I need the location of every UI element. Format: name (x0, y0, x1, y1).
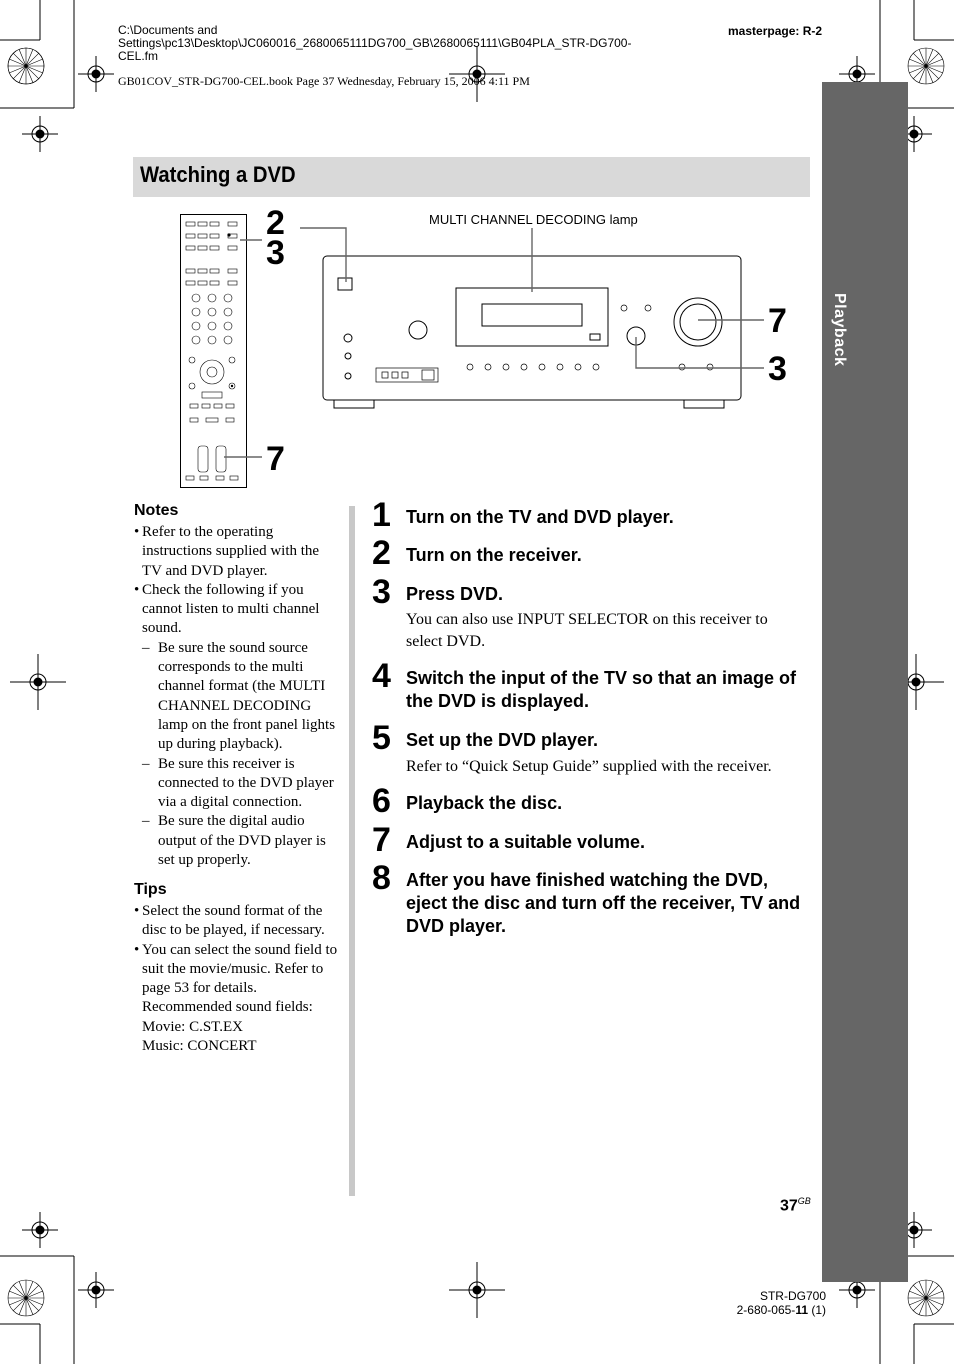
note-item: Check the following if you cannot listen… (134, 581, 342, 639)
step-text-8: After you have finished watching the DVD… (406, 870, 801, 936)
tip-item: Music: CONCERT (142, 1038, 257, 1055)
side-tab-label: Playback (831, 293, 848, 367)
page-number-suffix: GB (797, 1196, 811, 1206)
notes-list: Refer to the operating instructions supp… (134, 523, 342, 870)
step-text-1: Turn on the TV and DVD player. (406, 507, 674, 527)
step-text-7: Adjust to a suitable volume. (406, 832, 646, 852)
step-desc-3: You can also use INPUT SELECTOR on this … (406, 611, 768, 650)
note-item: Be sure the sound source corresponds to … (134, 639, 342, 755)
callout-3-receiver: 3 (768, 350, 787, 388)
step-number-4: 4 (372, 657, 391, 695)
model-code-suffix: (1) (808, 1303, 826, 1317)
step-text-3: Press DVD. (406, 584, 504, 604)
notes-heading: Notes (134, 502, 179, 519)
callout-7-receiver: 7 (768, 302, 787, 340)
model-code-bold: 11 (795, 1303, 808, 1317)
tip-item: Select the sound format of the disc to b… (134, 902, 342, 941)
step-number-5: 5 (372, 719, 391, 757)
step-text-5: Set up the DVD player. (406, 730, 599, 750)
tip-item: You can select the sound field to suit t… (134, 941, 342, 999)
side-tab-band (822, 82, 908, 1282)
step-desc-5: Refer to “Quick Setup Guide” supplied wi… (406, 758, 772, 775)
file-path-header: C:\Documents and Settings\pc13\Desktop\J… (118, 23, 632, 63)
note-item: Refer to the operating instructions supp… (134, 523, 342, 581)
step-number-6: 6 (372, 782, 391, 820)
starburst-marks (7, 47, 945, 1317)
step-text-4: Switch the input of the TV so that an im… (406, 668, 797, 711)
tip-item: Movie: C.ST.EX (142, 1018, 243, 1035)
page-number: 37GB (780, 1196, 811, 1215)
callout-7-remote: 7 (266, 440, 285, 478)
remote-control-illustration (180, 214, 247, 488)
model-name: STR-DG700 (759, 1289, 826, 1303)
section-title: Watching a DVD (140, 162, 296, 187)
model-code-prefix: 2-680-065- (736, 1303, 796, 1317)
callout-2: 2 (266, 204, 285, 242)
section-title-bar (133, 157, 810, 197)
masterpage-label: masterpage: R-2 (728, 24, 823, 38)
tips-list: Select the sound format of the disc to b… (134, 902, 342, 1056)
tip-item: Recommended sound fields: (142, 999, 313, 1016)
step-text-2: Turn on the receiver. (406, 545, 582, 565)
step-number-2: 2 (372, 534, 391, 572)
model-info: STR-DG700 2-680-065-11 (1) (700, 1289, 826, 1317)
model-code: 2-680-065-11 (1) (700, 1303, 826, 1317)
target-marks (10, 46, 944, 1318)
book-info-line: GB01COV_STR-DG700-CEL.book Page 37 Wedne… (118, 74, 530, 88)
column-divider (349, 506, 355, 1196)
page-number-value: 37 (780, 1197, 798, 1215)
callout-leader-lines (224, 227, 764, 458)
multi-channel-lamp-label: MULTI CHANNEL DECODING lamp (429, 212, 638, 227)
step-text-6: Playback the disc. (406, 793, 563, 813)
tips-heading: Tips (134, 881, 167, 898)
step-number-3: 3 (372, 573, 391, 611)
step-number-1: 1 (372, 496, 391, 534)
note-item: Be sure this receiver is connected to th… (134, 755, 342, 813)
step-number-7: 7 (372, 821, 391, 859)
note-item: Be sure the digital audio output of the … (134, 812, 342, 870)
step-number-8: 8 (372, 859, 391, 897)
callout-3: 3 (266, 234, 285, 272)
